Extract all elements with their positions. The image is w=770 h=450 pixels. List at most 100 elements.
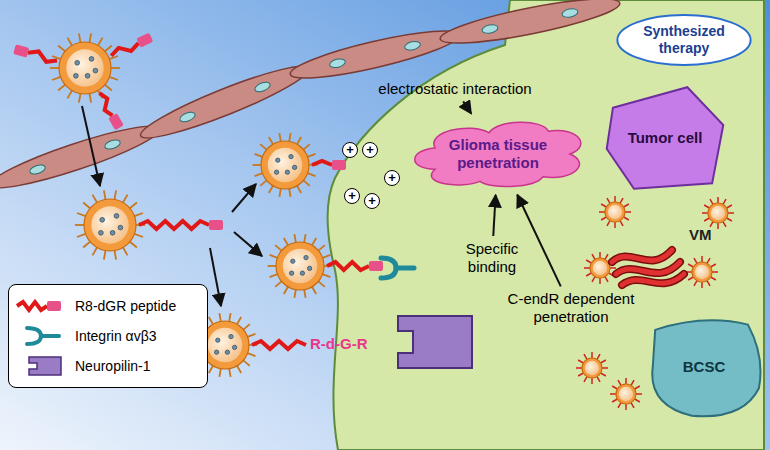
peg-spike bbox=[269, 137, 273, 144]
peg-spike bbox=[323, 255, 331, 258]
particle-shell bbox=[59, 42, 111, 94]
nucleus bbox=[481, 24, 498, 35]
peg-spike bbox=[312, 287, 316, 294]
drug-dot bbox=[232, 345, 236, 349]
drawing-part bbox=[616, 262, 680, 274]
peg-spike bbox=[294, 234, 295, 242]
peg-spike bbox=[584, 267, 590, 269]
peg-spike bbox=[219, 313, 220, 321]
drawing-part bbox=[622, 274, 684, 285]
peptide-head bbox=[47, 301, 61, 311]
peg-spike bbox=[701, 282, 703, 288]
peptide-chain bbox=[96, 91, 116, 118]
peg-spike bbox=[219, 369, 220, 377]
peg-spike bbox=[597, 354, 600, 359]
peg-spike bbox=[323, 274, 331, 277]
peg-spike bbox=[297, 186, 301, 193]
drug-dot bbox=[114, 214, 119, 219]
peg-spike bbox=[92, 248, 97, 256]
peg-spike bbox=[712, 271, 718, 273]
peg-spike bbox=[248, 334, 256, 337]
peg-spike bbox=[134, 213, 143, 216]
drawing-part bbox=[622, 274, 684, 285]
peg-spike bbox=[77, 213, 86, 216]
vessel-cell bbox=[0, 117, 164, 198]
text-node: electrostatic interaction bbox=[370, 80, 540, 98]
peg-spike bbox=[728, 212, 734, 214]
shape-node: Tumor cell bbox=[603, 84, 727, 192]
node-text: Tumor cell bbox=[628, 129, 703, 147]
peg-spike bbox=[694, 281, 697, 286]
drug-dot bbox=[118, 225, 123, 230]
peg-spike bbox=[717, 223, 719, 229]
peg-spike bbox=[98, 38, 103, 46]
legend-sample bbox=[15, 294, 67, 318]
drug-dot bbox=[289, 154, 293, 158]
peg-spike bbox=[275, 245, 281, 250]
nanoparticle bbox=[576, 352, 608, 384]
peptide-head bbox=[13, 44, 29, 57]
peptide-chain bbox=[110, 39, 141, 59]
particle-core bbox=[283, 249, 318, 284]
peg-spike bbox=[303, 180, 309, 185]
structure-label: VM bbox=[689, 226, 712, 243]
peptide bbox=[13, 44, 58, 65]
peg-spike bbox=[631, 380, 634, 385]
neuropilin-symbol bbox=[29, 357, 61, 375]
peg-spike bbox=[308, 173, 316, 176]
drug-dot bbox=[225, 350, 229, 354]
peg-spike bbox=[707, 281, 710, 286]
peg-spike bbox=[58, 85, 65, 91]
peg-spike bbox=[578, 373, 583, 376]
drug-dot bbox=[93, 68, 98, 73]
peg-spike bbox=[618, 403, 621, 408]
peg-spike bbox=[115, 251, 117, 260]
legend-row: R8-dGR peptide bbox=[15, 291, 201, 321]
particles-and-vessel bbox=[0, 0, 734, 410]
particle-core bbox=[695, 265, 709, 279]
connector-arrow bbox=[517, 195, 560, 287]
legend-row: Integrin αvβ3 bbox=[15, 321, 201, 351]
particle-core bbox=[608, 205, 622, 219]
peg-spike bbox=[229, 313, 230, 321]
peg-spike bbox=[50, 67, 59, 69]
peg-spike bbox=[610, 393, 616, 395]
peg-spike bbox=[284, 238, 288, 245]
peg-spike bbox=[625, 211, 631, 213]
nanoparticle bbox=[268, 234, 333, 298]
nucleus bbox=[404, 40, 421, 51]
node-text: electrostatic interaction bbox=[378, 80, 531, 98]
vessel-cell bbox=[287, 22, 462, 87]
vessel-cell-body bbox=[136, 56, 314, 148]
peg-spike bbox=[610, 267, 616, 269]
peg-spike bbox=[303, 144, 309, 149]
peg-spike bbox=[75, 224, 84, 226]
peg-spike bbox=[92, 195, 97, 203]
peptide-head bbox=[108, 113, 124, 130]
peg-spike bbox=[209, 366, 213, 373]
peg-spike bbox=[243, 324, 249, 329]
text-node: Specific binding bbox=[452, 240, 532, 276]
particle-shell bbox=[582, 358, 602, 378]
peg-spike bbox=[105, 85, 112, 91]
peg-spike bbox=[115, 190, 117, 199]
peg-spike bbox=[268, 265, 276, 267]
peptide-chain bbox=[312, 161, 332, 165]
nucleus bbox=[254, 80, 272, 93]
peg-spike bbox=[702, 212, 708, 214]
peg-spike bbox=[134, 234, 143, 237]
peg-spike bbox=[710, 199, 713, 204]
oval-outline bbox=[617, 15, 750, 65]
peg-spike bbox=[701, 256, 703, 262]
peg-spike bbox=[209, 317, 213, 324]
node-text: Specific binding bbox=[452, 240, 532, 276]
peg-spike bbox=[723, 199, 726, 204]
particle-core bbox=[91, 206, 128, 243]
peg-spike bbox=[612, 386, 617, 389]
drawing-part bbox=[232, 184, 256, 212]
shape-node: BCSC bbox=[643, 314, 765, 420]
drawing-part bbox=[612, 250, 672, 262]
peg-spike bbox=[318, 281, 324, 286]
node-text: C-endR dependent penetration bbox=[505, 290, 637, 326]
peg-spike bbox=[599, 278, 601, 284]
